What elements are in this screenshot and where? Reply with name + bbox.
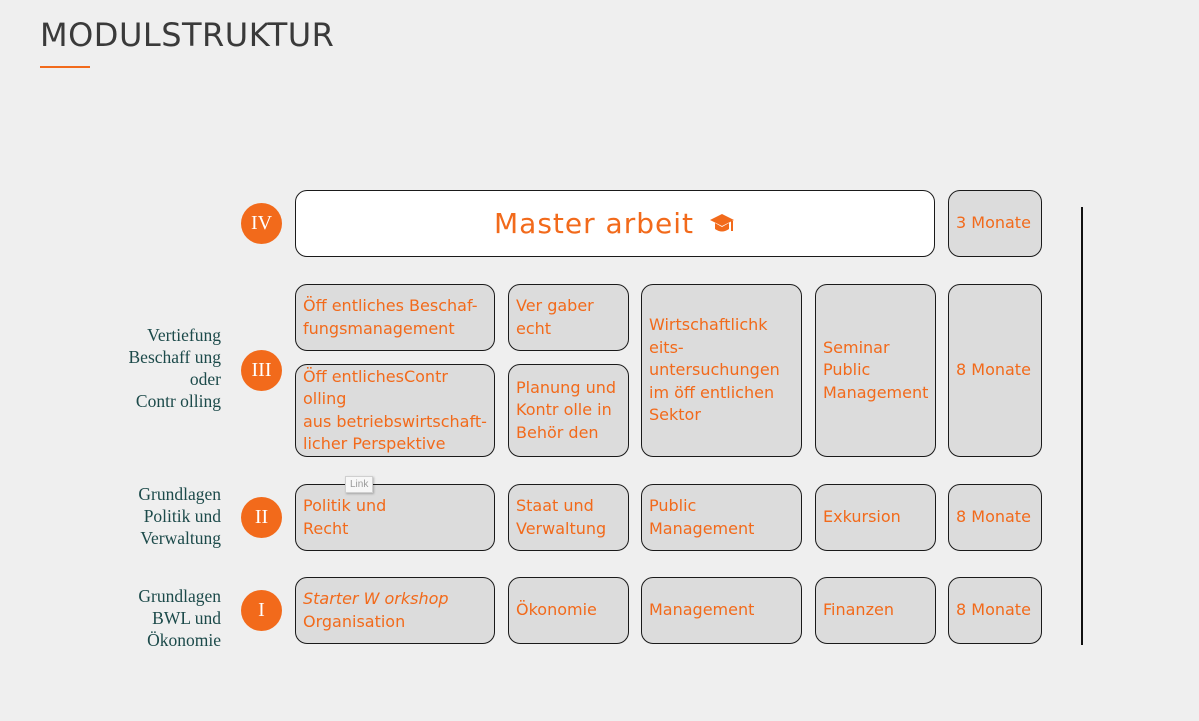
organisation-label: Organisation (303, 611, 406, 631)
timeline-line (1081, 207, 1083, 645)
module-oekonomie[interactable]: Ökonomie (508, 577, 629, 644)
level-iii-badge: III (241, 350, 282, 391)
title-underline (40, 66, 90, 68)
duration-level-i[interactable]: 8 Monate (948, 577, 1042, 644)
duration-level-iv[interactable]: 3 Monate (948, 190, 1042, 257)
module-exkursion[interactable]: Exkursion (815, 484, 936, 551)
masterarbeit-module[interactable]: Master arbeit (295, 190, 935, 257)
level-i-label: Grundlagen BWL und Ökonomie (138, 586, 221, 650)
module-public-management[interactable]: Public Management (641, 484, 802, 551)
module-planung-kontrolle[interactable]: Planung und Kontr olle in Behör den (508, 364, 629, 457)
module-controlling[interactable]: Öff entlichesContr olling aus betriebswi… (295, 364, 495, 457)
level-iv-badge: IV (241, 203, 282, 244)
page-title: MODULSTRUKTUR (40, 16, 335, 54)
level-ii-label: Grundlagen Politik und Verwaltung (138, 484, 221, 548)
level-ii-badge: II (241, 497, 282, 538)
module-vergaberecht[interactable]: Ver gaber echt (508, 284, 629, 351)
module-wirtschaftlichkeit[interactable]: Wirtschaftlichk eits- untersuchungen im … (641, 284, 802, 457)
link-tooltip: Link (345, 476, 374, 493)
module-management[interactable]: Management (641, 577, 802, 644)
module-finanzen[interactable]: Finanzen (815, 577, 936, 644)
module-politik-recht[interactable]: Politik und Recht (295, 484, 495, 551)
duration-level-ii[interactable]: 8 Monate (948, 484, 1042, 551)
graduation-cap-icon (708, 211, 736, 237)
masterarbeit-label: Master arbeit (494, 207, 694, 240)
module-seminar-public-management[interactable]: Seminar Public Management (815, 284, 936, 457)
module-staat-verwaltung[interactable]: Staat und Verwaltung (508, 484, 629, 551)
level-iii-label: Vertiefung Beschaff ung oder Contr ollin… (128, 325, 222, 411)
level-i-badge: I (241, 590, 282, 631)
starter-workshop-label: Starter W orkshop (303, 589, 449, 608)
module-beschaffungsmanagement[interactable]: Öff entliches Beschaf- fungsmanagement (295, 284, 495, 351)
duration-level-iii[interactable]: 8 Monate (948, 284, 1042, 457)
